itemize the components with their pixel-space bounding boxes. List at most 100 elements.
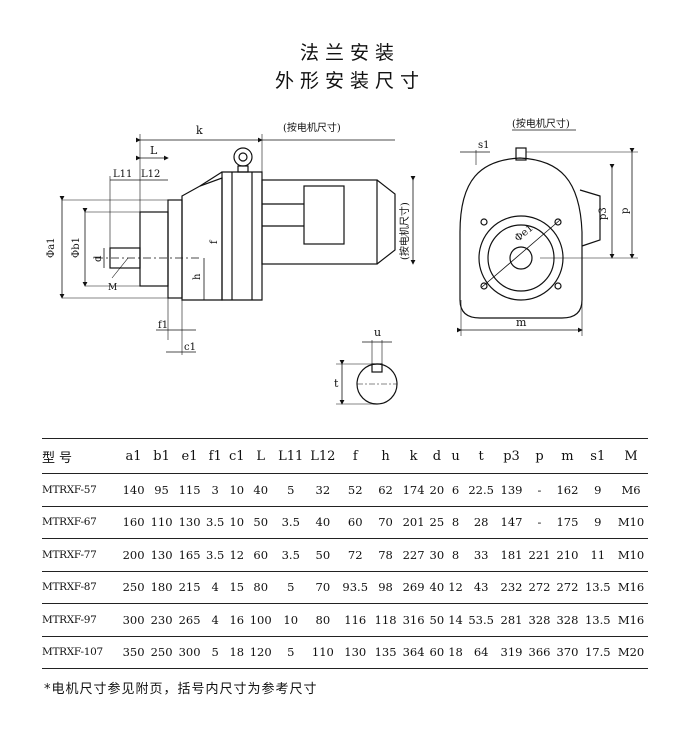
value-cell: -	[525, 506, 554, 539]
value-cell: 52	[338, 473, 372, 507]
value-cell: 8	[446, 506, 465, 539]
col-header: 型号	[42, 438, 120, 474]
value-cell: M16	[614, 603, 648, 637]
value-cell: 116	[338, 603, 372, 637]
value-cell: 4	[203, 603, 227, 637]
label-f: f	[209, 239, 220, 244]
col-header: b1	[147, 438, 176, 474]
value-cell: 269	[399, 571, 428, 604]
end-motor-note: (按电机尺寸)	[512, 117, 570, 130]
value-cell: 130	[175, 506, 204, 539]
value-cell: 328	[553, 603, 582, 637]
value-cell: M10	[614, 538, 648, 572]
page-subtitle: 外形安装尺寸	[274, 70, 425, 92]
value-cell: 98	[371, 571, 400, 604]
label-k: k	[196, 124, 203, 137]
value-cell: 328	[525, 603, 554, 637]
value-cell: 174	[399, 473, 428, 507]
value-cell: 110	[147, 506, 176, 539]
value-cell: 139	[497, 473, 526, 507]
value-cell: 40	[246, 473, 275, 507]
label-M: M	[108, 283, 117, 293]
value-cell: 230	[147, 603, 176, 637]
value-cell: 110	[306, 636, 339, 669]
value-cell: 5	[274, 636, 307, 669]
label-L11: L11	[113, 169, 132, 180]
value-cell: 232	[497, 571, 526, 604]
key-section	[336, 340, 398, 405]
value-cell: 5	[274, 473, 307, 507]
value-cell: 250	[119, 571, 148, 604]
value-cell: 130	[338, 636, 372, 669]
value-cell: 43	[464, 571, 498, 604]
value-cell: M20	[614, 636, 648, 669]
col-header: e1	[175, 438, 204, 474]
value-cell: 281	[497, 603, 526, 637]
value-cell: 6	[446, 473, 465, 507]
value-cell: 78	[371, 538, 400, 572]
value-cell: 370	[553, 636, 582, 669]
value-cell: 135	[371, 636, 400, 669]
value-cell: 80	[306, 603, 339, 637]
col-header: f1	[203, 438, 227, 474]
value-cell: 13.5	[581, 603, 615, 637]
value-cell: 10	[226, 473, 247, 507]
value-cell: 3.5	[274, 506, 307, 539]
value-cell: 93.5	[338, 571, 372, 604]
label-h: h	[192, 273, 203, 280]
value-cell: 50	[306, 538, 339, 572]
value-cell: 3.5	[274, 538, 307, 572]
value-cell: 20	[427, 473, 447, 507]
label-m: m	[516, 316, 527, 329]
value-cell: 200	[119, 538, 148, 572]
value-cell: 272	[553, 571, 582, 604]
value-cell: 50	[246, 506, 275, 539]
value-cell: 115	[175, 473, 204, 507]
model-cell: MTRXF-57	[42, 473, 120, 507]
value-cell: 3	[203, 473, 227, 507]
label-s1: s1	[478, 140, 490, 151]
value-cell: 11	[581, 538, 615, 572]
table-header-row: 型号 a1 b1 e1 f1 c1 L L11 L12 f h k d u t …	[42, 438, 648, 474]
col-header: p3	[497, 438, 526, 474]
value-cell: 3.5	[203, 538, 227, 572]
value-cell: 33	[464, 538, 498, 572]
value-cell: 100	[246, 603, 275, 637]
value-cell: 5	[203, 636, 227, 669]
label-L12: L12	[141, 169, 160, 180]
value-cell: 17.5	[581, 636, 615, 669]
value-cell: 250	[147, 636, 176, 669]
value-cell: 319	[497, 636, 526, 669]
value-cell: 14	[446, 603, 465, 637]
model-cell: MTRXF-67	[42, 506, 120, 539]
value-cell: 53.5	[464, 603, 498, 637]
value-cell: 22.5	[464, 473, 498, 507]
value-cell: 366	[525, 636, 554, 669]
col-header: a1	[119, 438, 148, 474]
value-cell: 160	[119, 506, 148, 539]
value-cell: 175	[553, 506, 582, 539]
col-header: f	[338, 438, 372, 474]
value-cell: 221	[525, 538, 554, 572]
value-cell: 40	[427, 571, 447, 604]
value-cell: 60	[427, 636, 447, 669]
value-cell: 72	[338, 538, 372, 572]
value-cell: 50	[427, 603, 447, 637]
label-d: d	[93, 255, 104, 262]
value-cell: M10	[614, 506, 648, 539]
col-header: p	[525, 438, 554, 474]
value-cell: 165	[175, 538, 204, 572]
col-header: L11	[274, 438, 307, 474]
label-phi-b1: Φb1	[71, 237, 82, 258]
value-cell: 130	[147, 538, 176, 572]
value-cell: 10	[226, 506, 247, 539]
col-header: c1	[226, 438, 247, 474]
value-cell: 300	[175, 636, 204, 669]
value-cell: 18	[226, 636, 247, 669]
value-cell: 62	[371, 473, 400, 507]
col-header: L	[246, 438, 275, 474]
model-cell: MTRXF-87	[42, 571, 120, 604]
